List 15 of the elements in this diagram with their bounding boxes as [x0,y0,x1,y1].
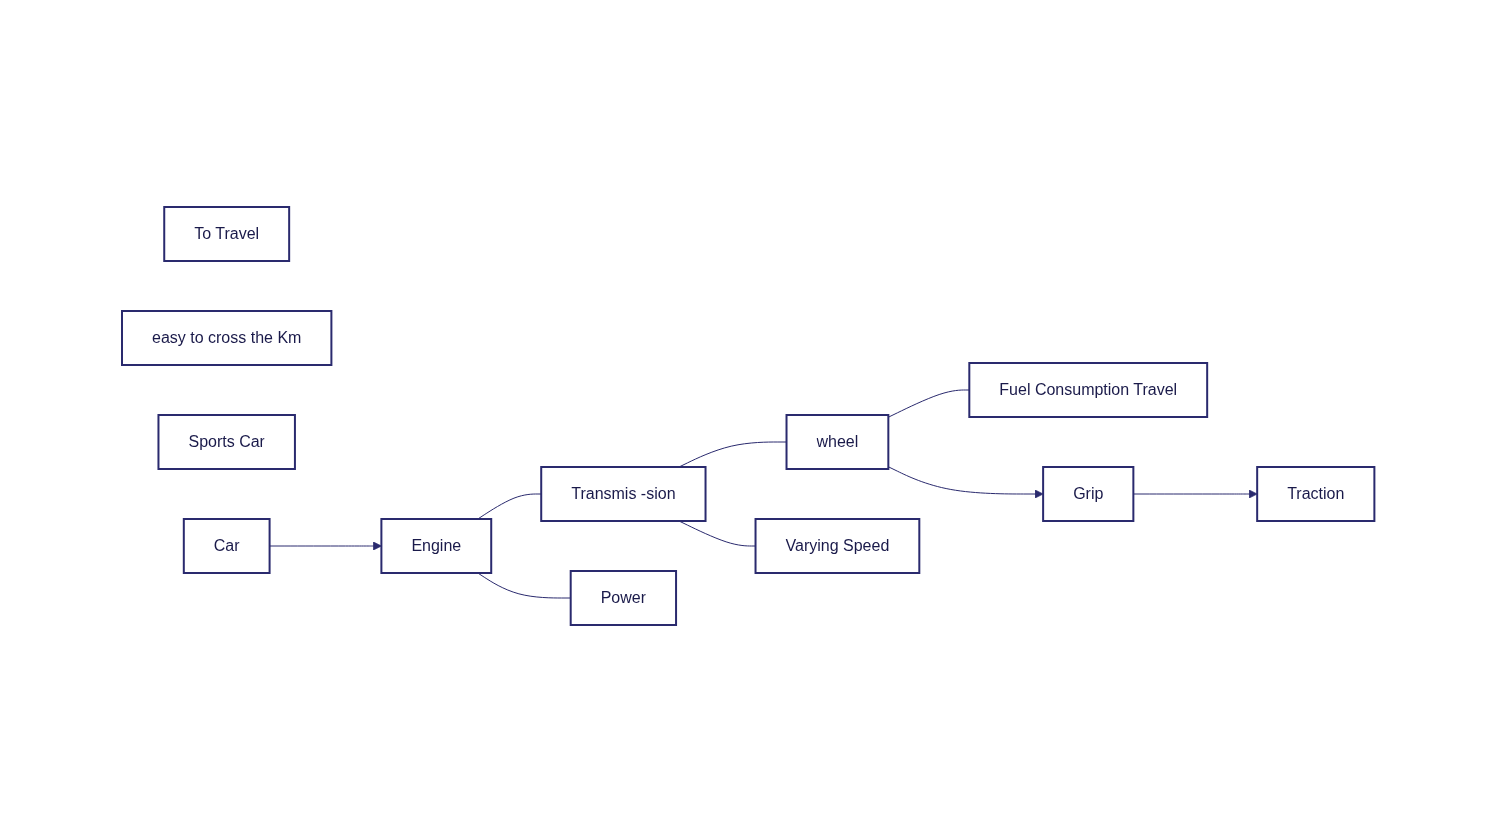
node-box: Car [182,518,271,574]
node-box: easy to cross the Km [120,310,333,366]
connector [477,493,542,520]
node-box: Varying Speed [754,518,921,574]
node-box: Power [569,570,677,626]
connector [477,572,571,599]
node-box: Fuel Consumption Travel [968,362,1208,418]
connector [678,441,787,468]
node-box: Engine [380,518,493,574]
node-box: Traction [1256,466,1376,522]
node-box: wheel [785,414,890,470]
node-box: Transmis -sion [540,466,707,522]
node-box: To Travel [163,206,290,262]
node-box: Grip [1041,466,1135,522]
node-box: Sports Car [157,414,296,470]
